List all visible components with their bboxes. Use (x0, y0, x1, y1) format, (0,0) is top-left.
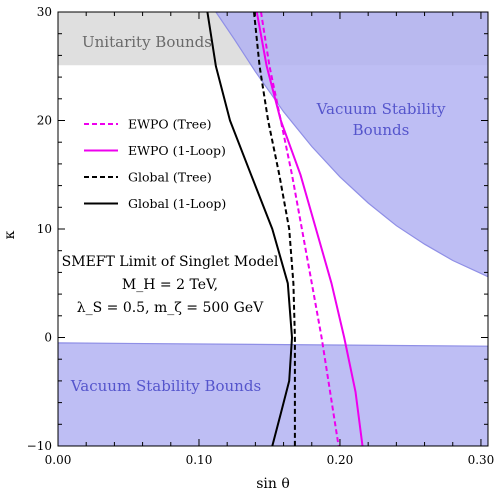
x-tick-label: 0.20 (327, 453, 354, 467)
annotation-line-2: M_H = 2 TeV, (122, 277, 218, 293)
y-tick-label: 20 (37, 114, 52, 128)
vacuum-stability-upper-label-line2: Bounds (353, 121, 410, 139)
series-line-3 (206, 12, 293, 446)
y-tick-label: 0 (44, 331, 52, 345)
legend-label-0: EWPO (Tree) (128, 117, 211, 132)
x-tick-label: 0.30 (468, 453, 495, 467)
y-tick-label: −10 (27, 439, 52, 453)
axis-ticks: 0.00 0.10 0.20 0.30 −10 0 10 20 30 (27, 5, 495, 467)
region-2 (215, 12, 488, 278)
legend-label-3: Global (1-Loop) (128, 196, 226, 211)
annotation-line-3: λ_S = 0.5, m_ζ = 500 GeV (77, 300, 264, 316)
y-tick-label: 30 (37, 5, 52, 19)
x-axis-title: sin θ (256, 476, 290, 492)
x-tick-label: 0.10 (186, 453, 213, 467)
vacuum-stability-lower-label: Vacuum Stability Bounds (70, 377, 261, 395)
series-line-2 (253, 12, 296, 446)
series-line-1 (255, 12, 364, 446)
annotation-line-1: SMEFT Limit of Singlet Model (62, 254, 279, 270)
shaded-regions (58, 12, 488, 446)
legend-label-2: Global (Tree) (128, 170, 212, 185)
unitarity-region-label: Unitarity Bounds (82, 33, 212, 51)
y-axis-title: κ (2, 230, 18, 239)
series-line-0 (260, 12, 340, 446)
vacuum-stability-upper-label-line1: Vacuum Stability (316, 100, 446, 118)
legend: EWPO (Tree) EWPO (1-Loop) Global (Tree) Glo… (84, 117, 226, 211)
y-tick-label: 10 (37, 222, 52, 236)
series-lines (206, 12, 364, 446)
region-1 (58, 342, 488, 446)
legend-label-1: EWPO (1-Loop) (128, 143, 226, 158)
x-tick-label: 0.00 (45, 453, 72, 467)
